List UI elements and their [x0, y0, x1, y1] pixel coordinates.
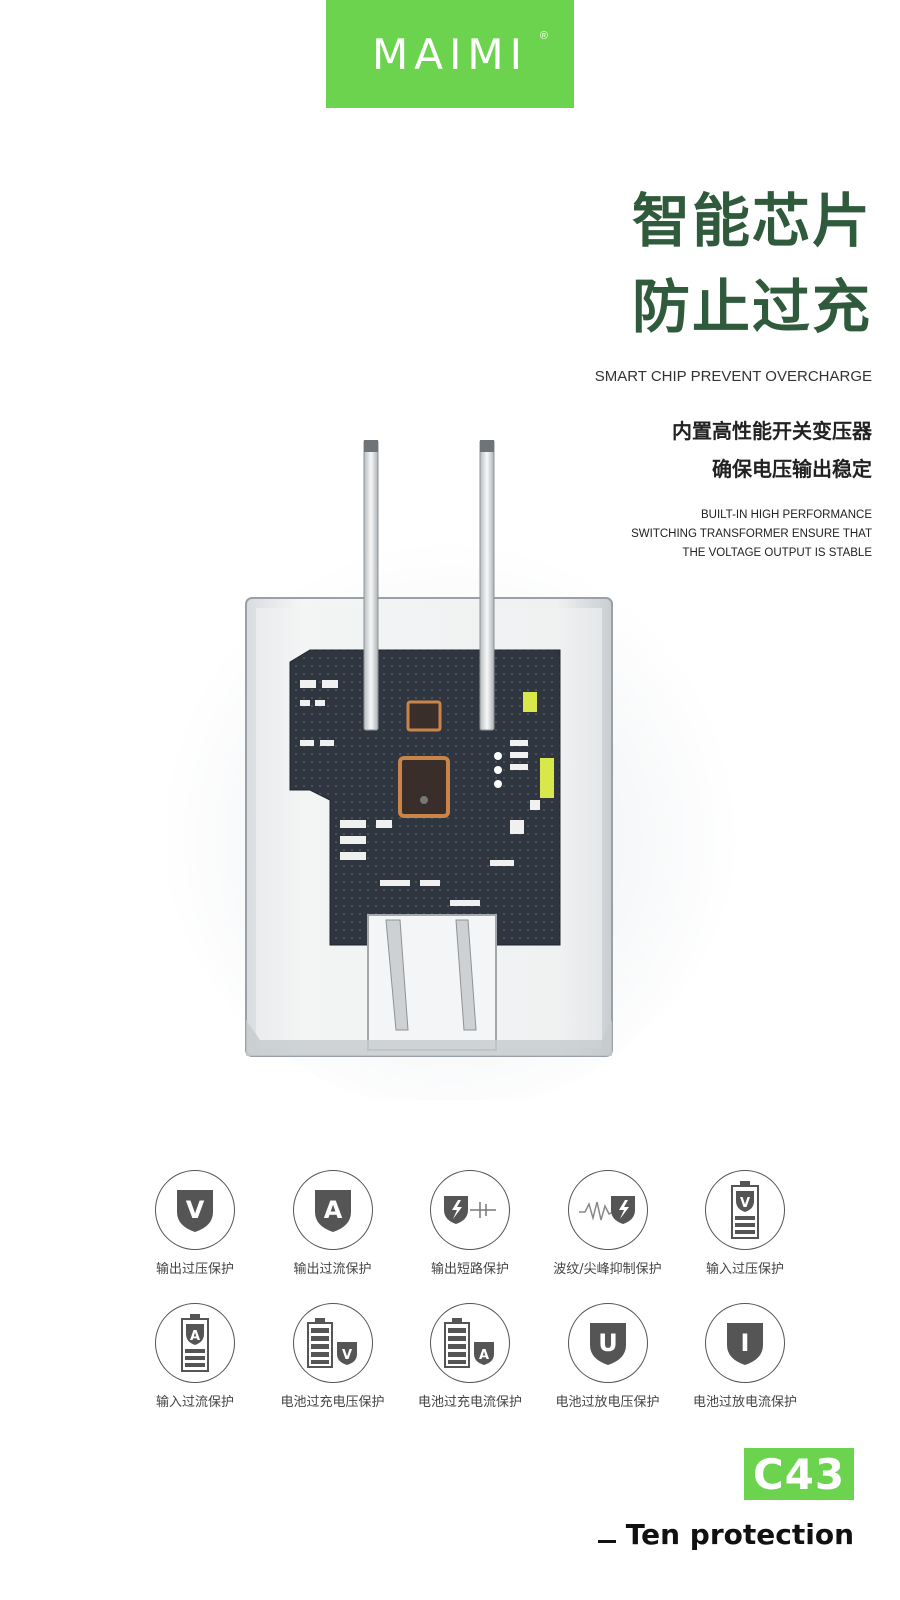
protection-item: V 电池过充电压保护	[268, 1303, 398, 1410]
protection-label: 电池过放电流保护	[692, 1395, 797, 1410]
battery-v-icon: V	[705, 1170, 785, 1250]
charger-image	[160, 439, 740, 1110]
protection-item: A 输出过流保护	[268, 1170, 398, 1277]
icon-glyph: A	[323, 1196, 342, 1224]
protection-label: 电池过充电流保护	[417, 1395, 522, 1410]
protection-item: 波纹/尖峰抑制保护	[543, 1170, 673, 1277]
icon-glyph: V	[186, 1196, 205, 1224]
subtitle-zh-line1: 内置高性能开关变压器	[672, 419, 872, 443]
description-line2: SWITCHING TRANSFORMER ENSURE THAT	[631, 528, 872, 540]
shield-a-icon: A	[292, 1170, 373, 1250]
registered-mark: ®	[539, 30, 548, 42]
icon-glyph: V	[341, 1348, 351, 1363]
shield-u-icon: U	[567, 1303, 648, 1383]
protection-label: 电池过充电压保护	[280, 1395, 385, 1410]
protection-item: U 电池过放电压保护	[543, 1303, 673, 1410]
protection-item: 输出短路保护	[405, 1170, 535, 1277]
shield-i-icon: I	[705, 1303, 785, 1383]
logo-text: MAIMI	[372, 29, 528, 79]
protection-item: V 输入过压保护	[680, 1170, 810, 1277]
icon-glyph: I	[741, 1329, 750, 1357]
headline-line1: 智能芯片	[631, 187, 872, 255]
brand-logo: MAIMI ®	[326, 0, 574, 108]
subtitle-zh-line2: 确保电压输出稳定	[712, 457, 872, 481]
icon-glyph: A	[190, 1329, 200, 1344]
protection-item: V 输出过压保护	[130, 1170, 260, 1277]
protection-row-2: A 输入过流保护 V 电池过充电压保护 A 电池过充电流保护 U 电池过放电压保…	[130, 1303, 810, 1410]
protection-item: A 电池过充电流保护	[405, 1303, 535, 1410]
short-circuit-icon	[430, 1170, 510, 1250]
icon-glyph: V	[740, 1196, 750, 1211]
charger-illustration	[150, 439, 750, 1110]
shield-v-icon: V	[155, 1170, 235, 1250]
battery-a-icon: A	[155, 1303, 235, 1383]
description-en: BUILT-IN HIGH PERFORMANCE SWITCHING TRAN…	[631, 506, 872, 563]
protection-label: 输出短路保护	[430, 1262, 509, 1277]
protection-label: 波纹/尖峰抑制保护	[553, 1262, 662, 1277]
headline: 智能芯片 防止过充	[632, 178, 872, 350]
protection-item: I 电池过放电流保护	[680, 1303, 810, 1410]
model-badge: C43	[744, 1448, 854, 1500]
protection-label: 输入过压保护	[705, 1262, 784, 1277]
protection-row-1: V 输出过压保护 A 输出过流保护 输出短路保护 波纹/尖峰抑制保护 V	[130, 1170, 810, 1277]
description-line1: BUILT-IN HIGH PERFORMANCE	[700, 509, 872, 521]
description-line3: THE VOLTAGE OUTPUT IS STABLE	[682, 547, 872, 559]
icon-glyph: U	[598, 1329, 618, 1357]
protection-label: 电池过放电压保护	[555, 1395, 660, 1410]
protection-icon-grid: V 输出过压保护 A 输出过流保护 输出短路保护 波纹/尖峰抑制保护 V	[130, 1170, 810, 1436]
protection-label: 输出过流保护	[293, 1262, 372, 1277]
protection-label: 输出过压保护	[155, 1262, 234, 1277]
protection-label: 输入过流保护	[155, 1395, 234, 1410]
battery-charge-v-icon: V	[292, 1303, 373, 1383]
tagline-dash	[597, 1540, 616, 1543]
subtitle-en: SMART CHIP PREVENT OVERCHARGE	[594, 368, 872, 385]
tagline-text: Ten protection	[625, 1518, 854, 1551]
subtitle-zh: 内置高性能开关变压器 确保电压输出稳定	[672, 412, 872, 488]
ripple-spike-icon	[567, 1170, 648, 1250]
protection-item: A 输入过流保护	[130, 1303, 260, 1410]
tagline: Ten protection	[597, 1518, 854, 1551]
battery-charge-a-icon: A	[430, 1303, 510, 1383]
headline-line2: 防止过充	[631, 273, 872, 341]
icon-glyph: A	[479, 1348, 489, 1363]
